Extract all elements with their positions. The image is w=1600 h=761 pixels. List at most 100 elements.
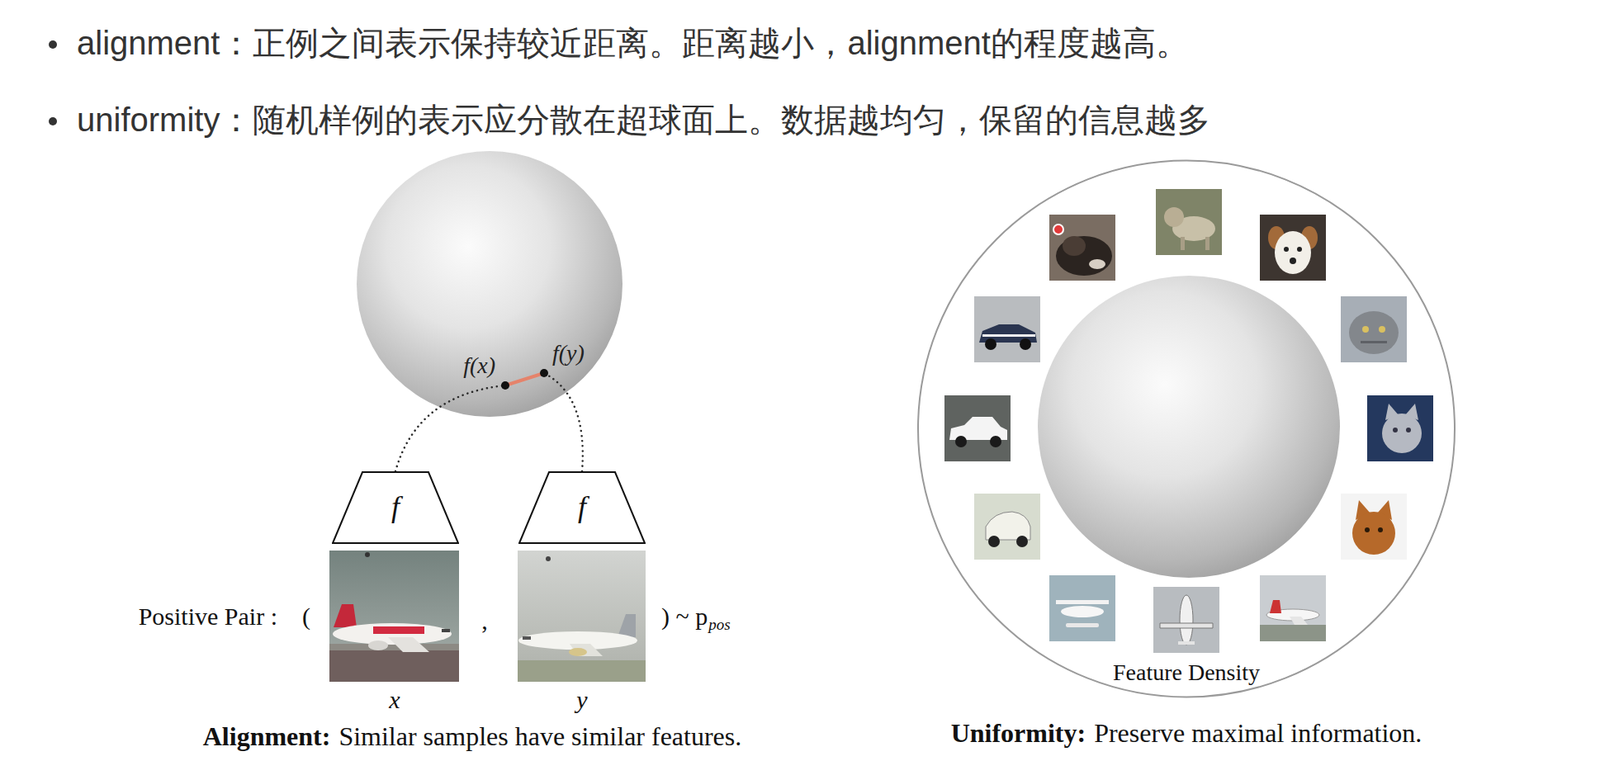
cat-thumbnail — [1049, 214, 1116, 281]
feature-dot — [501, 381, 510, 390]
plane-tail — [333, 604, 357, 628]
plane-fuselage — [332, 623, 452, 645]
bullet-text: uniformity：随机样例的表示应分散在超球面上。数据越均匀，保留的信息越多 — [76, 99, 1211, 140]
plane-cockpit — [441, 629, 450, 633]
airplane-photo — [517, 550, 646, 682]
dog-leg — [1205, 236, 1210, 251]
dog-eye — [1283, 246, 1289, 252]
photo-sky — [517, 550, 646, 661]
node-label: f(x) — [463, 352, 496, 379]
caption-heading: Uniformity: — [951, 717, 1087, 749]
encoder-trapezoid: f — [518, 471, 646, 545]
cat-body — [1055, 236, 1113, 276]
feature-dot — [539, 369, 549, 378]
marker-dot — [1053, 224, 1064, 235]
cat-stripe — [1360, 340, 1387, 344]
subscript-label: pos — [708, 615, 730, 635]
bullet-dot — [48, 40, 57, 49]
car-body — [949, 416, 1008, 441]
photo-ground — [517, 660, 646, 682]
car-thumbnail — [974, 296, 1041, 363]
plane-thumbnail — [1153, 586, 1220, 654]
cat-thumbnail — [1367, 395, 1434, 462]
car-stripe — [982, 334, 1036, 337]
distribution-label: ) ~ p — [661, 601, 708, 632]
cat-eye — [1362, 326, 1369, 333]
bullet-dot — [48, 117, 57, 126]
photo-spot — [545, 556, 551, 562]
caption-text: Similar samples have similar features. — [338, 720, 742, 753]
alignment-distance-line — [505, 373, 545, 386]
hypersphere — [1037, 275, 1340, 578]
thumb-ground — [1259, 214, 1326, 281]
thumb-ground — [944, 395, 1011, 462]
cat-eye — [1392, 427, 1398, 433]
car-wheel — [989, 435, 1002, 448]
photo-spot — [364, 552, 370, 558]
cat-face — [1352, 511, 1396, 555]
node-label: f — [577, 491, 587, 525]
car-thumbnail — [944, 395, 1011, 462]
caption-text: Preserve maximal information. — [1093, 717, 1422, 749]
caption-line: Alignment:Similar samples have similar f… — [203, 720, 743, 753]
cat-eye — [1377, 527, 1383, 533]
encoder-trapezoid: f — [331, 471, 460, 545]
dog-eye — [1297, 246, 1302, 252]
feature-density-ring: Feature Density — [916, 158, 1457, 700]
plane-tail — [1178, 641, 1195, 645]
dog-thumbnail — [1259, 214, 1326, 281]
plane-fuselage — [1060, 605, 1104, 618]
node-label: f(y) — [552, 340, 585, 367]
sample-name: x — [388, 685, 400, 715]
car-wheel — [984, 338, 997, 351]
plane-engine — [368, 640, 389, 651]
car-thumbnail — [974, 493, 1041, 560]
car-wheel — [1016, 535, 1028, 548]
cat-face — [1382, 413, 1422, 454]
ring-circle — [918, 160, 1455, 698]
ring-outline — [916, 158, 1457, 700]
cat-eye — [1364, 527, 1370, 533]
photo-runway — [329, 643, 460, 651]
thumb-ground-strip — [1259, 624, 1326, 642]
cat-eye — [1405, 427, 1411, 433]
thumb-ground — [1155, 189, 1222, 256]
seaplane-thumbnail — [1049, 575, 1116, 642]
plane-livery — [373, 626, 425, 635]
plane-fuselage — [1179, 595, 1193, 645]
plane-wing — [388, 637, 430, 653]
thumb-ground — [974, 296, 1041, 363]
sample-name: y — [576, 685, 587, 715]
feature-point: f(x) — [463, 352, 506, 386]
plane-wing — [1055, 600, 1109, 605]
dog-thumbnail — [1155, 189, 1222, 256]
node-label: Feature Density — [1112, 659, 1260, 687]
node-label: f — [391, 491, 400, 525]
mapping-curve — [544, 373, 583, 472]
photo-sky — [329, 550, 460, 650]
trapezoid-shape — [332, 472, 459, 544]
cat-thumbnail — [1340, 296, 1407, 363]
car-wheel — [988, 535, 1000, 548]
thumb-ground — [1340, 493, 1407, 560]
thumb-ground — [1259, 575, 1326, 642]
hypersphere — [356, 151, 623, 417]
thumb-ground — [1049, 214, 1116, 281]
dog-leg — [1180, 236, 1185, 251]
airplane-photo — [329, 550, 460, 682]
mapping-curve — [395, 385, 506, 472]
thumb-ground — [974, 493, 1041, 560]
plane-cockpit — [522, 636, 531, 640]
thumb-ground — [1340, 296, 1407, 363]
comma-symbol: , — [481, 605, 488, 636]
plane-wing — [1159, 623, 1213, 629]
cat-eye — [1378, 326, 1386, 333]
thumb-ground — [1153, 586, 1220, 654]
caption-heading: Alignment: — [203, 720, 332, 753]
plane-wing — [569, 643, 603, 657]
dog-nose — [1289, 257, 1297, 265]
plane-engine — [568, 648, 587, 657]
thumb-ground — [1367, 395, 1434, 462]
feature-point: f(y) — [544, 340, 585, 374]
